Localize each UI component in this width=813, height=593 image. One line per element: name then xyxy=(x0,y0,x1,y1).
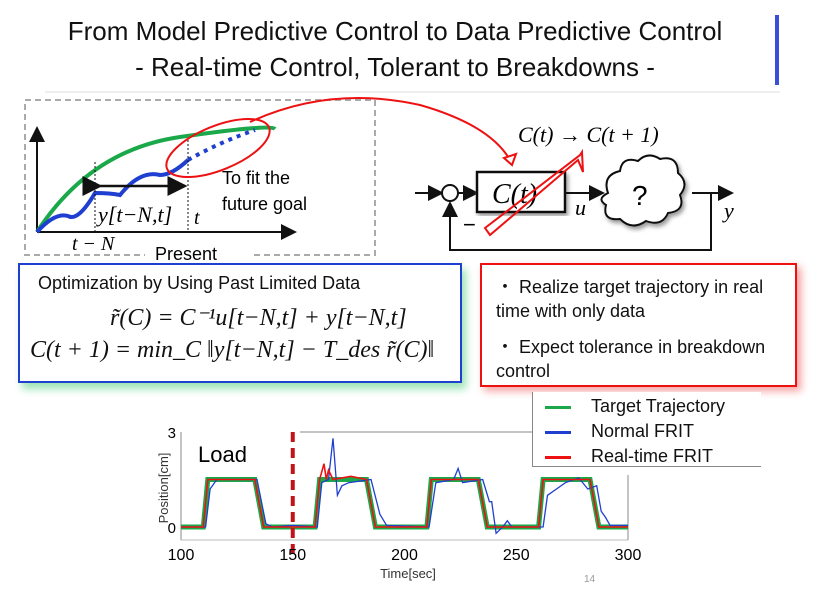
feedback-path xyxy=(442,193,712,251)
slide-subtitle: - Real-time Control, Tolerant to Breakdo… xyxy=(135,52,655,82)
past-data-diagram: y[t−N,t] t t − N Present To fit the futu… xyxy=(24,99,376,264)
benefits-box: ・ Realize target trajectory in real time… xyxy=(480,263,797,387)
position-chart: Load 100 150 200 250 300 0 3 Time[sec] Positio… xyxy=(156,425,641,581)
benefit-item: ・ Expect tolerance in breakdown control xyxy=(496,337,766,381)
x-tick-label: 250 xyxy=(503,547,530,564)
benefit-item: ・ Realize target trajectory in real time… xyxy=(496,277,764,321)
focus-ellipse xyxy=(165,118,271,178)
callout-line2: future goal xyxy=(222,194,307,214)
load-annotation: Load xyxy=(198,442,247,467)
minus-sign: − xyxy=(463,212,476,237)
goal-curve xyxy=(35,125,277,234)
callout-line1: To fit the xyxy=(222,168,290,188)
link-arrow xyxy=(249,96,511,161)
chart-legend: Target Trajectory Normal FRIT Real-time … xyxy=(532,392,761,467)
t-label: t xyxy=(194,207,200,229)
page-number: 14 xyxy=(584,574,596,585)
present-label: Present xyxy=(155,244,217,264)
y-axis-label: Position[cm] xyxy=(156,453,171,524)
optimization-heading: Optimization by Using Past Limited Data xyxy=(38,273,361,293)
unknown-plant-cloud xyxy=(600,154,686,227)
x-tick-label: 300 xyxy=(615,547,642,564)
series-line-2 xyxy=(181,463,628,528)
summing-junction xyxy=(441,184,459,202)
y-label: y xyxy=(722,198,734,223)
control-loop-diagram: C(t) → C(t + 1) C(t) u ? y − xyxy=(415,122,734,251)
update-arrow xyxy=(483,148,584,237)
equation-controller-update: C(t + 1) = min_C ‖y[t−N,t] − T_des r̃(C)… xyxy=(30,337,435,363)
x-tick-label: 150 xyxy=(279,547,306,564)
window-label: y[t−N,t] xyxy=(96,202,172,227)
legend-item-normal: Normal FRIT xyxy=(545,421,694,442)
update-label: C(t) → C(t + 1) xyxy=(518,122,659,147)
legend-item-target: Target Trajectory xyxy=(545,396,725,417)
u-label: u xyxy=(575,195,586,220)
accent-bar xyxy=(775,15,779,85)
series-line-1 xyxy=(181,438,628,535)
equation-reference-model: r̃(C) = C⁻¹u[t−N,t] + y[t−N,t] xyxy=(110,305,407,331)
legend-item-realtime: Real-time FRIT xyxy=(545,446,713,467)
x-tick-label: 200 xyxy=(391,547,418,564)
x-tick-label: 100 xyxy=(168,547,195,564)
optimization-box: Optimization by Using Past Limited Data … xyxy=(18,263,462,383)
y-tick-label: 0 xyxy=(168,520,176,537)
y-tick-label: 3 xyxy=(168,425,176,442)
t-minus-n-label: t − N xyxy=(72,233,116,255)
plant-label: ? xyxy=(632,180,648,211)
slide-title: From Model Predictive Control to Data Pr… xyxy=(67,16,723,46)
predicted-curve xyxy=(187,128,256,162)
x-axis-label: Time[sec] xyxy=(380,566,436,581)
